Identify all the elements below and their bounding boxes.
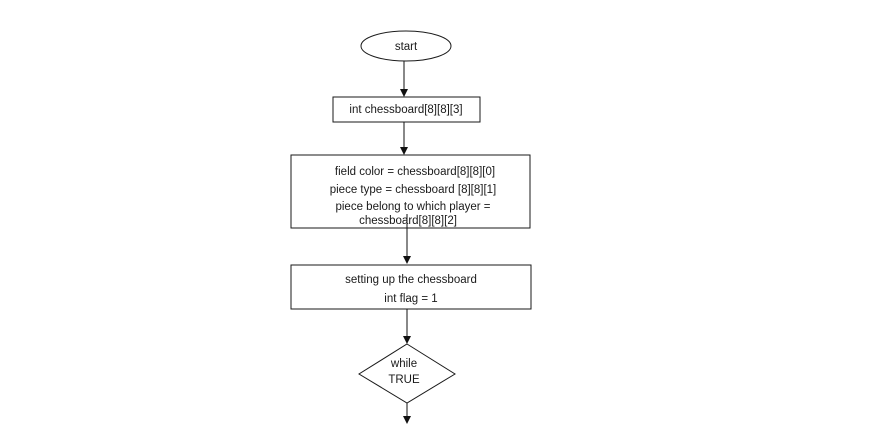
start-node: start — [360, 30, 452, 62]
loop-decision-node: while TRUE — [358, 343, 456, 404]
declare-node: int chessboard[8][8][3] — [332, 96, 481, 123]
setup-node: setting up the chessboard int flag = 1 — [290, 264, 532, 310]
fields-line-3: piece belong to which player = — [335, 201, 490, 213]
setup-line-1: setting up the chessboard — [345, 274, 477, 286]
setup-box — [290, 264, 532, 310]
fields-text: field color = chessboard[8][8][0] piece … — [330, 166, 497, 227]
setup-line-2: int flag = 1 — [384, 293, 437, 305]
fields-line-4: chessboard[8][8][2] — [359, 215, 457, 227]
fields-node — [290, 154, 531, 229]
start-ellipse — [360, 30, 452, 62]
fields-line-1: field color = chessboard[8][8][0] — [335, 166, 495, 178]
declare-label: int chessboard[8][8][3] — [349, 104, 462, 116]
loop-line-2: TRUE — [388, 374, 420, 386]
fields-box — [290, 154, 531, 229]
declare-box — [332, 96, 481, 123]
start-label: start — [395, 41, 418, 53]
loop-line-1: while — [390, 358, 417, 370]
fields-line-2: piece type = chessboard [8][8][1] — [330, 184, 497, 196]
